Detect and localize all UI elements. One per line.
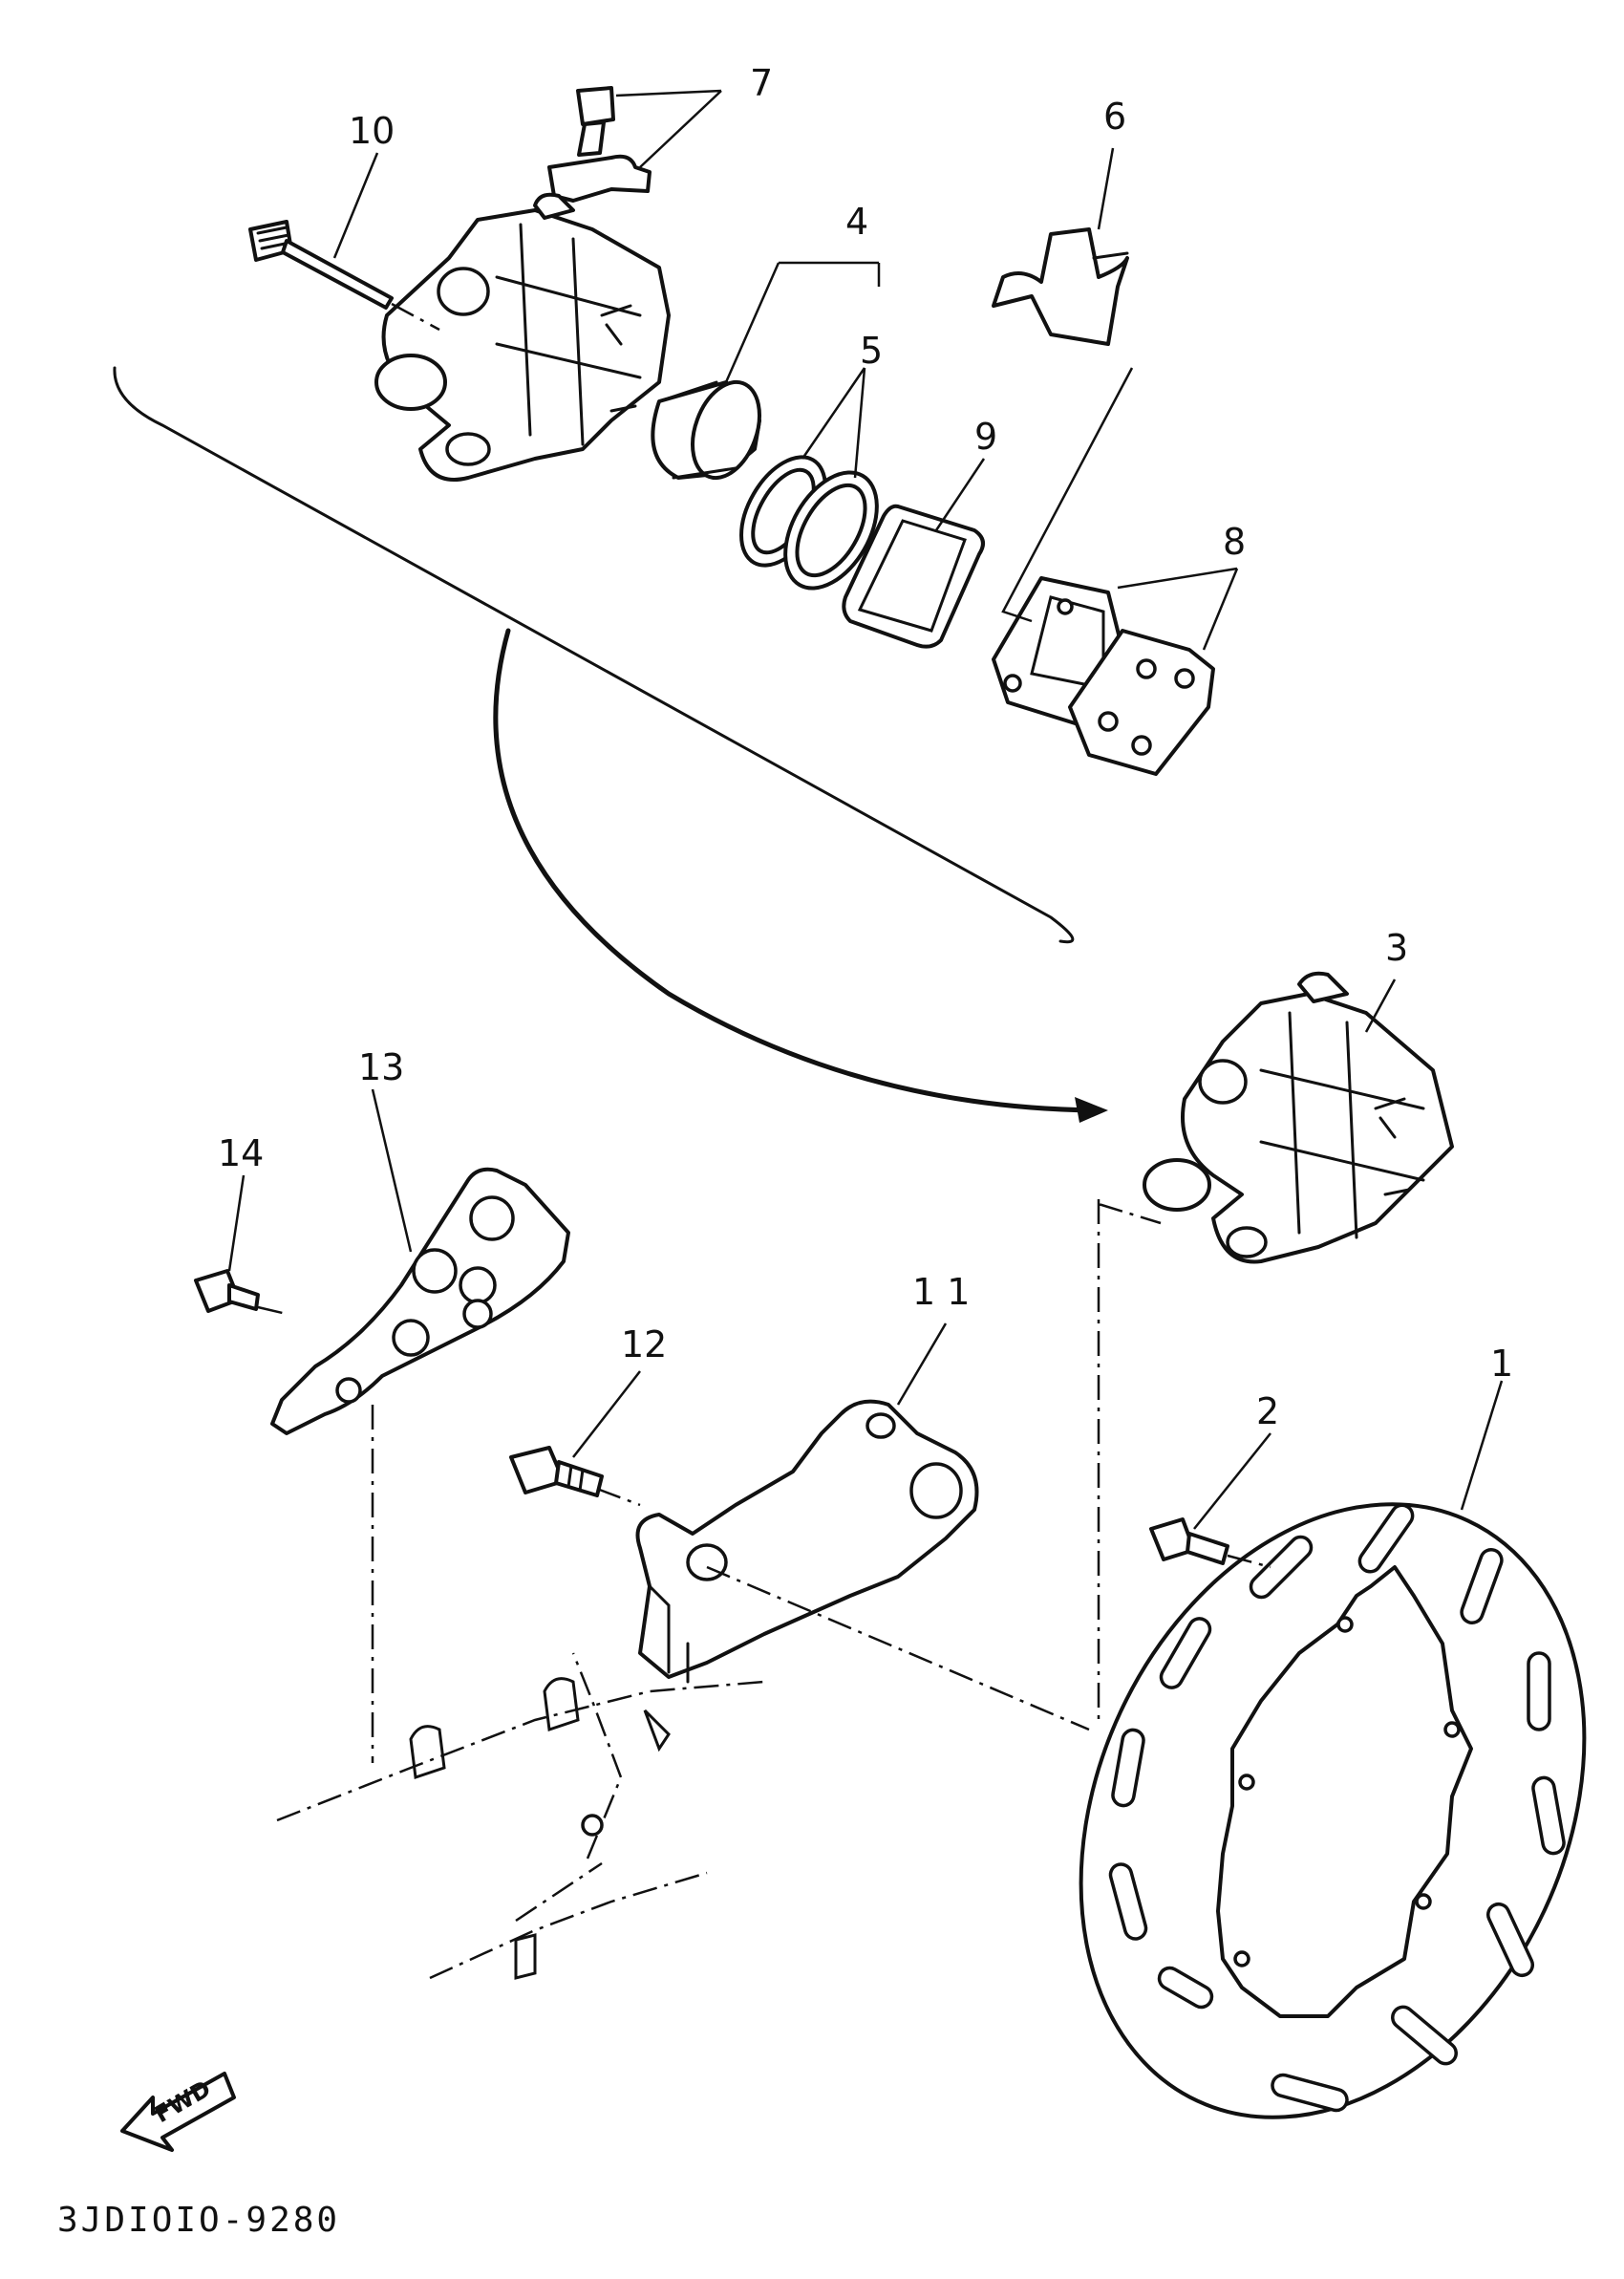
leader-12 (572, 1370, 641, 1458)
forward-direction-arrow: FWD (120, 2072, 236, 2152)
callout-10: 10 (349, 110, 395, 152)
bleed-screw (547, 86, 652, 203)
leader-7 (615, 89, 722, 168)
assembly-curve-arrow (493, 628, 1101, 1113)
caliper-pin-bolt (248, 220, 394, 310)
leader-11 (896, 1322, 948, 1406)
leader-1 (1460, 1380, 1504, 1511)
callout-11: 1 1 (912, 1271, 970, 1313)
bolt-14-axis (257, 1305, 288, 1316)
bracket-to-disc-axis (706, 1565, 1090, 1731)
diagram-code: 3JDIOIO-9280 (57, 2201, 340, 2240)
guard-bolt (194, 1269, 260, 1313)
callout-2: 2 (1256, 1390, 1279, 1432)
leader-3 (1364, 978, 1397, 1033)
pad-spring (992, 227, 1129, 346)
leader-6 (1097, 147, 1115, 230)
pin-axis (391, 302, 440, 332)
caliper-body-detail (374, 192, 671, 482)
callout-14: 14 (218, 1132, 264, 1174)
callout-6: 6 (1103, 96, 1126, 138)
bolt-2-axis (1227, 1554, 1271, 1569)
leader-9 (934, 458, 986, 531)
leader-5 (801, 367, 866, 479)
bracket-bolt (509, 1446, 604, 1497)
leader-13 (371, 1088, 413, 1253)
caliper-guard-plate (270, 1167, 570, 1435)
bolt-12-axis (596, 1487, 641, 1507)
callout-4: 4 (845, 201, 868, 243)
swingarm-outline (276, 1652, 765, 1980)
detail-inset-outline (113, 366, 1075, 944)
callout-9: 9 (974, 416, 997, 458)
callout-3: 3 (1385, 927, 1408, 969)
callout-12: 12 (621, 1323, 667, 1365)
pad-insulator (842, 504, 985, 649)
caliper-to-disc-axis (1097, 1199, 1162, 1720)
callout-13: 13 (358, 1046, 404, 1088)
callout-1: 1 (1490, 1343, 1513, 1385)
leader-4 (724, 261, 881, 383)
caliper-piston (651, 379, 761, 481)
spring-to-pad-leader (1001, 367, 1134, 623)
leader-14 (227, 1174, 246, 1272)
caliper-assembly (1143, 971, 1454, 1264)
callout-7: 7 (750, 62, 773, 104)
brake-pads (992, 576, 1215, 776)
leader-10 (332, 152, 379, 259)
piston-seals (739, 455, 879, 591)
leader-8 (1117, 567, 1239, 651)
assembly-arrowhead (1075, 1097, 1108, 1123)
brake-disc (1079, 1502, 1587, 2119)
caliper-bracket (635, 1399, 979, 1684)
callout-8: 8 (1223, 521, 1246, 563)
disc-bolt (1149, 1517, 1229, 1565)
leader-2 (1193, 1432, 1271, 1530)
callout-5: 5 (860, 330, 883, 372)
